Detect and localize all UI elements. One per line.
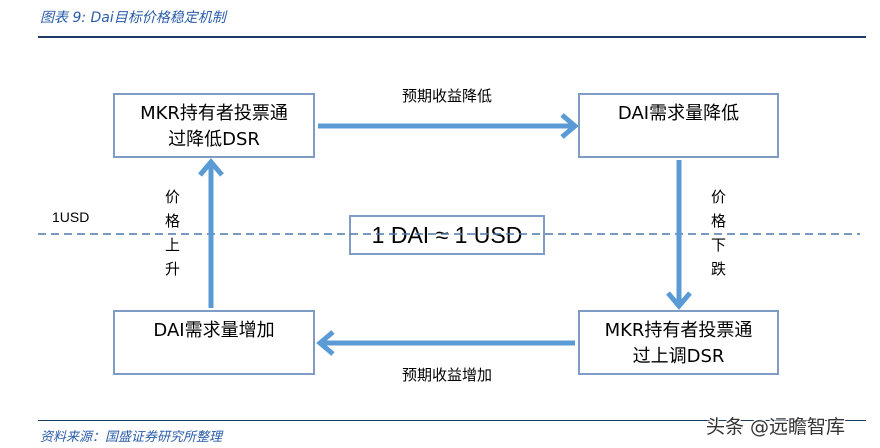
footer-rule (38, 420, 866, 421)
arrow-demand-down-to-vote-raise (666, 160, 692, 310)
node-dai-demand-up: DAI需求量增加 (113, 310, 315, 375)
edge-label-price-down: 价格下跌 (709, 189, 727, 285)
edge-label-price-up: 价格上升 (163, 189, 181, 285)
reference-line-label: 1USD (52, 209, 90, 225)
figure-title: 图表 9: Dai目标价格稳定机制 (40, 10, 226, 26)
node-text-line: DAI需求量降低 (617, 103, 740, 124)
title-rule (38, 36, 866, 38)
node-dai-demand-down: DAI需求量降低 (578, 93, 779, 158)
arrow-demand-up-to-vote-lower (198, 158, 224, 308)
node-mkr-vote-lower-dsr: MKR持有者投票通 过降低DSR (113, 93, 315, 158)
node-text-line: MKR持有者投票通 (604, 320, 753, 341)
watermark: 头条 @远瞻智库 (706, 416, 846, 438)
arrow-vote-lower-to-demand-down (318, 113, 579, 139)
edge-label-expected-return-up: 预期收益增加 (401, 366, 492, 384)
node-text-line: DAI需求量增加 (153, 320, 275, 341)
node-text-line: 过上调DSR (632, 346, 725, 367)
node-mkr-vote-raise-dsr: MKR持有者投票通 过上调DSR (578, 310, 779, 375)
edge-label-expected-return-down: 预期收益降低 (401, 87, 492, 105)
arrow-vote-raise-to-demand-up (316, 330, 575, 356)
node-text-line: 过降低DSR (168, 129, 260, 150)
source-note: 资料来源：国盛证券研究所整理 (40, 430, 223, 445)
node-text-line: MKR持有者投票通 (140, 103, 288, 124)
peg-box: 1 DAI ≈ 1 USD (349, 215, 545, 255)
